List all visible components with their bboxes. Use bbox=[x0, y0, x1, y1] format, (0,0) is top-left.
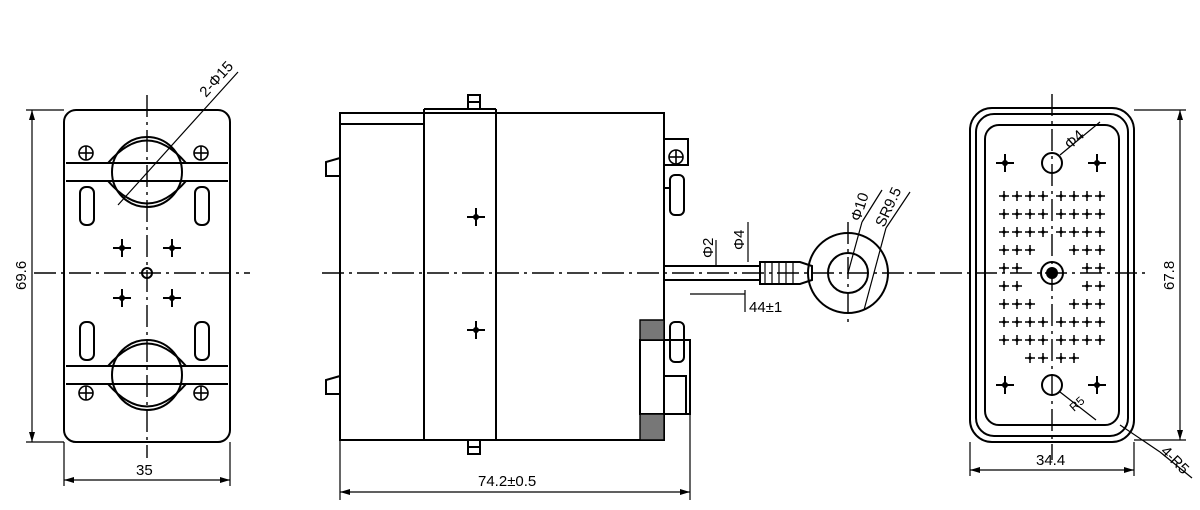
right-hole-dia: Φ4 bbox=[1061, 127, 1087, 153]
mount-hole-bottom bbox=[1041, 374, 1063, 396]
side-body-outline bbox=[339, 112, 665, 441]
hole-leader bbox=[117, 102, 211, 206]
left-height-dim: 69.6 bbox=[13, 261, 30, 290]
left-view: 2-Φ15 69.6 35 bbox=[13, 58, 250, 486]
side-view: Φ2 Φ4 44±1 Φ10 SR9.5 74.2±0.5 bbox=[322, 94, 935, 500]
top-clamp bbox=[66, 136, 228, 226]
right-width-dim: 34.4 bbox=[1036, 452, 1065, 469]
left-pin-mark bbox=[162, 238, 182, 258]
bottom-clamp bbox=[66, 321, 228, 411]
left-pin-mark bbox=[112, 288, 132, 308]
lead-length: 44±1 bbox=[749, 299, 782, 316]
sleeve-dia: Φ4 bbox=[731, 230, 748, 250]
left-pin-mark bbox=[112, 238, 132, 258]
ring-dia: Φ10 bbox=[848, 191, 873, 224]
corner-radius: 4-R5 bbox=[1157, 443, 1192, 478]
right-view: Φ4 R5 4-R5 67.8 34.4 bbox=[940, 94, 1193, 479]
crimp-sleeve bbox=[759, 261, 813, 285]
left-pin-mark bbox=[162, 288, 182, 308]
left-width-dim: 35 bbox=[136, 462, 153, 479]
side-length-dim: 74.2±0.5 bbox=[478, 473, 536, 490]
right-height-dim: 67.8 bbox=[1161, 261, 1178, 290]
mount-hole-top bbox=[1041, 152, 1063, 174]
pin-dia: Φ2 bbox=[700, 238, 717, 258]
